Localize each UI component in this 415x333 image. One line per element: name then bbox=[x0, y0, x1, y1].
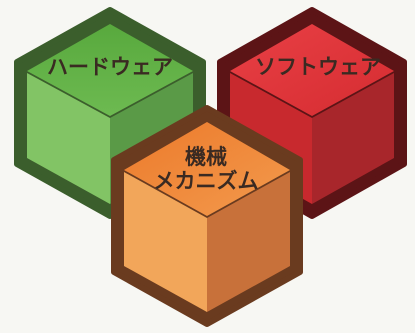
software-cube-right-face bbox=[312, 73, 394, 204]
mechanism-cube-right-face bbox=[207, 172, 290, 312]
mechanism-label-line1: 機械 bbox=[185, 145, 227, 169]
mechanism-label: 機械 メカニズム bbox=[136, 145, 276, 193]
hardware-cube-left-face bbox=[27, 73, 110, 204]
software-cube-top-face bbox=[230, 24, 394, 116]
hardware-label: ハードウェア bbox=[47, 55, 173, 79]
mechanism-cube-top-face bbox=[124, 122, 290, 216]
mechanism-label-line2: メカニズム bbox=[153, 169, 259, 194]
mechanism-cube-left-face bbox=[124, 172, 207, 312]
hardware-cube-top-face bbox=[27, 24, 193, 116]
software-label: ソフトウェア bbox=[255, 55, 381, 79]
mechanism-cube bbox=[111, 105, 303, 327]
